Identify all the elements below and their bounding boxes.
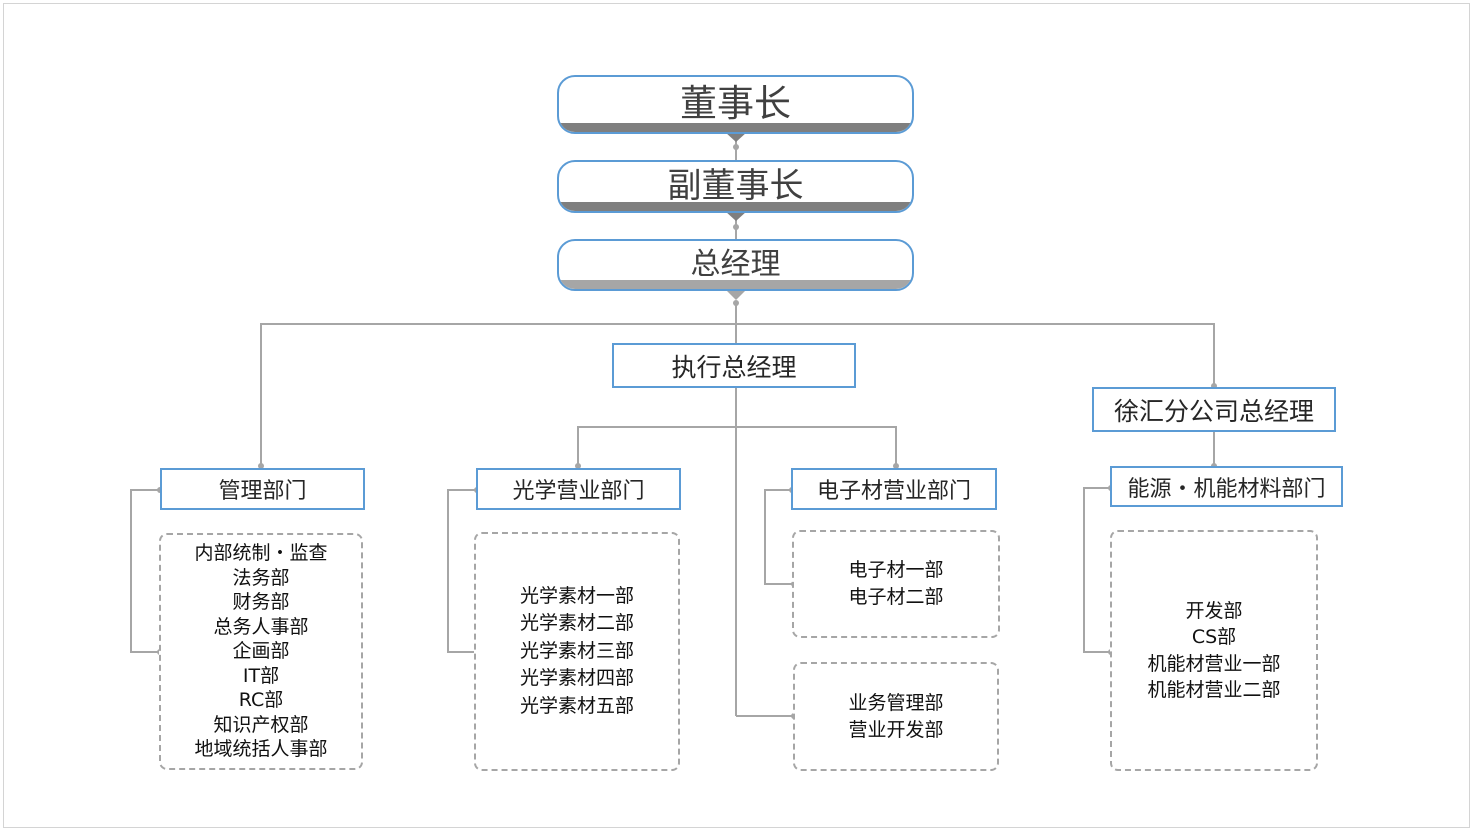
list-item: IT部 — [242, 664, 280, 687]
optical-units-list: 光学素材一部 光学素材二部 光学素材三部 光学素材四部 光学素材五部 — [474, 532, 680, 771]
electronic-units-list: 电子材一部 电子材二部 — [792, 530, 1000, 638]
list-item: 内部统制・监查 — [194, 542, 328, 565]
list-item: 开发部 — [1185, 599, 1243, 622]
list-item: 业务管理部 — [848, 691, 944, 714]
list-item: 法务部 — [232, 566, 290, 589]
chairman-box: 董事长 — [557, 75, 914, 134]
list-item: RC部 — [238, 689, 284, 712]
vice-chairman-box-base — [559, 202, 912, 211]
vice-chairman-box: 副董事长 — [557, 160, 914, 213]
branch-gm-label: 徐汇分公司总经理 — [1113, 396, 1314, 426]
list-item: 光学素材一部 — [519, 584, 634, 607]
list-item: CS部 — [1191, 626, 1237, 648]
chairman-label: 董事长 — [680, 82, 791, 125]
optical-dept-box: 光学营业部门 — [476, 468, 681, 510]
management-units-list: 内部统制・监查 法务部 财务部 总务人事部 企画部 IT部 RC部 知识产权部 … — [159, 533, 363, 770]
list-item: 光学素材五部 — [519, 694, 634, 717]
management-dept-box: 管理部门 — [160, 468, 365, 510]
list-item: 机能材营业一部 — [1147, 652, 1281, 675]
executive-gm-label: 执行总经理 — [671, 352, 797, 382]
list-item: 光学素材二部 — [519, 612, 634, 635]
management-dept-label: 管理部门 — [218, 479, 307, 504]
list-item: 企画部 — [232, 640, 290, 663]
list-item: 总务人事部 — [213, 615, 309, 638]
list-item: 营业开发部 — [848, 718, 944, 741]
business-units-list: 业务管理部 营业开发部 — [793, 662, 999, 771]
president-box: 总经理 — [557, 239, 914, 291]
chairman-box-base — [559, 123, 912, 132]
president-label: 总经理 — [690, 246, 781, 282]
energy-dept-label: 能源・机能材料部门 — [1127, 476, 1326, 502]
president-box-base — [559, 280, 912, 289]
list-item: 知识产权部 — [213, 713, 309, 736]
optical-dept-label: 光学营业部门 — [512, 479, 645, 504]
list-item: 光学素材四部 — [519, 667, 634, 690]
electronic-dept-label: 电子材营业部门 — [816, 479, 971, 504]
energy-dept-box: 能源・机能材料部门 — [1110, 466, 1343, 507]
list-item: 机能材营业二部 — [1147, 679, 1281, 701]
list-item: 财务部 — [232, 591, 290, 614]
energy-units-list: 开发部 CS部 机能材营业一部 机能材营业二部 — [1110, 530, 1318, 771]
executive-gm-box: 执行总经理 — [612, 343, 856, 388]
list-item: 电子材一部 — [848, 559, 944, 581]
electronic-dept-box: 电子材营业部门 — [791, 468, 997, 510]
branch-gm-box: 徐汇分公司总经理 — [1092, 387, 1336, 432]
list-item: 光学素材三部 — [519, 639, 634, 662]
list-item: 地域统括人事部 — [194, 738, 328, 761]
vice-chairman-label: 副董事长 — [667, 165, 804, 206]
list-item: 电子材二部 — [848, 586, 944, 608]
